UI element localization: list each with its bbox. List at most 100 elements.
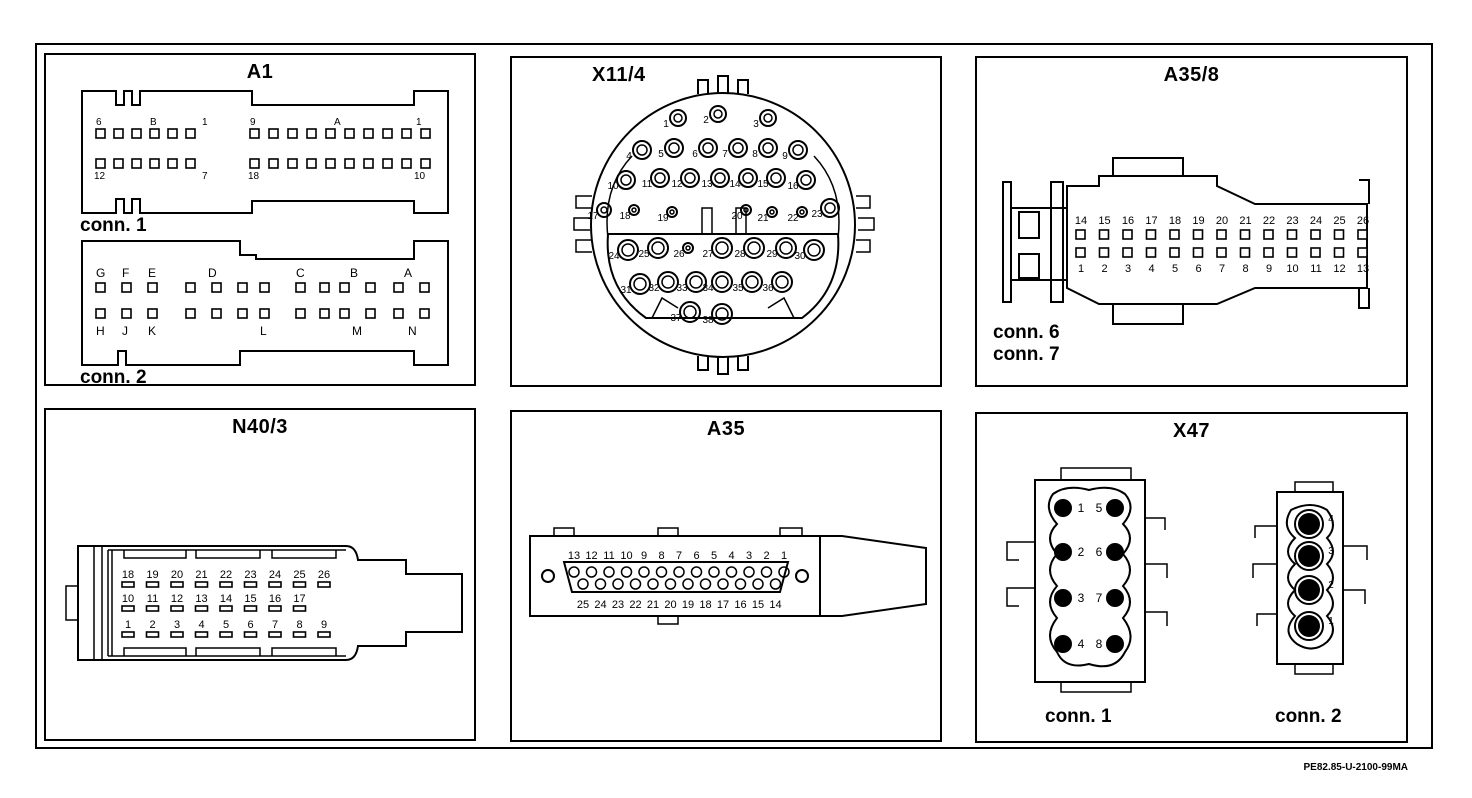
a35-pin-label-23: 23 (612, 599, 624, 611)
x47-conn2-label: conn. 2 (1275, 706, 1342, 727)
a35-8-pin-label-3: 3 (1125, 263, 1131, 275)
x11-4-pin-core (684, 172, 696, 184)
x11-4-pin-core (689, 275, 703, 289)
a35-pin-6 (690, 566, 703, 578)
a1-label-12: 12 (94, 171, 106, 182)
x11-4-pin-label-31: 31 (620, 285, 632, 296)
a35-8-pin-label-11: 11 (1310, 263, 1321, 275)
x11-4-pin-core (600, 206, 608, 214)
x11-4-pin-34 (711, 271, 733, 293)
a35-pin-10 (620, 566, 633, 578)
a35-pin-label-5: 5 (711, 550, 717, 562)
a35-pin-20 (664, 578, 677, 590)
x11-4-pin-13 (710, 168, 730, 188)
a35-8-pin-label-1: 1 (1078, 263, 1084, 275)
x11-4-pin-label-35: 35 (732, 283, 744, 294)
a1-label-10: 10 (414, 171, 426, 182)
x11-4-pin-label-3: 3 (753, 119, 759, 130)
x11-4-pin-label-32: 32 (648, 283, 660, 294)
n40-3-cavity-8 (292, 631, 307, 638)
x11-4-pin-core (673, 113, 683, 123)
x11-4-pin-core (669, 209, 675, 215)
x11-4-pin-label-29: 29 (766, 249, 778, 260)
x11-4-pin-label-37: 37 (670, 313, 682, 324)
x47-c1-pin-4 (1054, 635, 1072, 653)
a35-8-cavity-24 (1310, 229, 1321, 240)
x47-c1-pin-label-6: 6 (1096, 545, 1103, 559)
a1-c1-cavity (149, 128, 160, 139)
n40-3-pin-label-1: 1 (125, 619, 131, 631)
a1-c1-cavity (131, 158, 142, 169)
x11-4-pin-core (702, 142, 714, 154)
a35-d-shell (562, 561, 790, 593)
x11-4-pin-label-4: 4 (626, 151, 632, 162)
a1-c2-cavity (393, 308, 404, 319)
a1-c2-cavity (147, 282, 158, 293)
a35-8-pin-label-8: 8 (1242, 263, 1248, 275)
a35-8-pin-label-25: 25 (1333, 215, 1345, 227)
a35-8-cavity-11 (1310, 247, 1321, 258)
a35-8-cavity-7 (1216, 247, 1227, 258)
a1-c1-cavity (420, 158, 431, 169)
a35-pin-label-21: 21 (647, 599, 659, 611)
x11-4-lower-keys (651, 296, 795, 319)
x11-4-pin-label-14: 14 (729, 179, 741, 190)
n40-3-cavity-12 (170, 605, 184, 612)
a35-pin-25 (577, 578, 589, 590)
x11-4-pin-core (743, 207, 749, 213)
a1-c1-cavity (306, 158, 317, 169)
x11-4-pin-label-17: 17 (587, 211, 599, 222)
a35-8-pin-label-17: 17 (1145, 215, 1157, 227)
n40-3-housing (77, 545, 463, 661)
x11-4-pin-core (714, 172, 726, 184)
a1-c2-cavity (121, 308, 132, 319)
a35-8-cavity-22 (1263, 229, 1274, 240)
a1-c2-label-k: K (148, 324, 156, 338)
x11-4-pin-label-20: 20 (731, 211, 743, 222)
a1-c2-label-c: C (296, 266, 305, 280)
n40-3-cavity-4 (194, 631, 209, 638)
x11-4-pin-label-15: 15 (757, 179, 769, 190)
x11-4-pin-4 (632, 140, 652, 160)
x47-c2-pin-label-3: 3 (1328, 546, 1334, 557)
a1-label-6: 6 (96, 117, 102, 128)
a1-c1-cavity (401, 158, 412, 169)
x11-4-pin-28 (743, 237, 765, 259)
n40-3-cavity-23 (243, 581, 258, 588)
x11-4-pin-7 (728, 138, 748, 158)
n40-3-cavity-17 (292, 605, 307, 612)
x11-4-pin-core (620, 174, 632, 186)
x11-4-pin-label-25: 25 (638, 249, 650, 260)
a35-8-cavity-19 (1192, 229, 1204, 240)
x11-4-pin-core (799, 209, 805, 215)
n40-3-cavity-19 (145, 581, 160, 588)
a1-conn2-label: conn. 2 (80, 367, 147, 388)
a1-conn2-housing (81, 240, 449, 366)
a35-pin-label-3: 3 (746, 550, 752, 562)
a35-pin-7 (673, 566, 685, 578)
a1-c2-label-d: D (208, 266, 217, 280)
a35-8-cavity-10 (1286, 247, 1298, 258)
n40-3-cavity-21 (194, 581, 209, 588)
x11-4-pin-27 (711, 237, 733, 259)
x11-4-pin-label-27: 27 (702, 249, 714, 260)
a35-8-cavity-1 (1075, 247, 1086, 258)
a35-8-right-pin (1358, 179, 1370, 309)
a1-c2-label-m: M (352, 324, 362, 338)
n40-3-cavity-24 (268, 581, 282, 588)
a35-8-cavity-6 (1192, 247, 1204, 258)
a35-8-cavity-15 (1098, 229, 1110, 240)
a35-pin-4 (725, 566, 738, 578)
n40-3-pin-label-20: 20 (171, 569, 183, 581)
n40-3-pin-label-10: 10 (122, 593, 134, 605)
n40-3-cavity-13 (194, 605, 209, 612)
a35-8-cavity-18 (1169, 229, 1180, 240)
a1-label-1b: 1 (416, 117, 422, 128)
a35-8-pin-label-12: 12 (1333, 263, 1345, 275)
x11-4-inner-ring (606, 155, 840, 239)
a1-c2-label-h: H (96, 324, 105, 338)
a35-pin-14 (769, 578, 782, 590)
n40-3-pin-label-12: 12 (171, 593, 183, 605)
